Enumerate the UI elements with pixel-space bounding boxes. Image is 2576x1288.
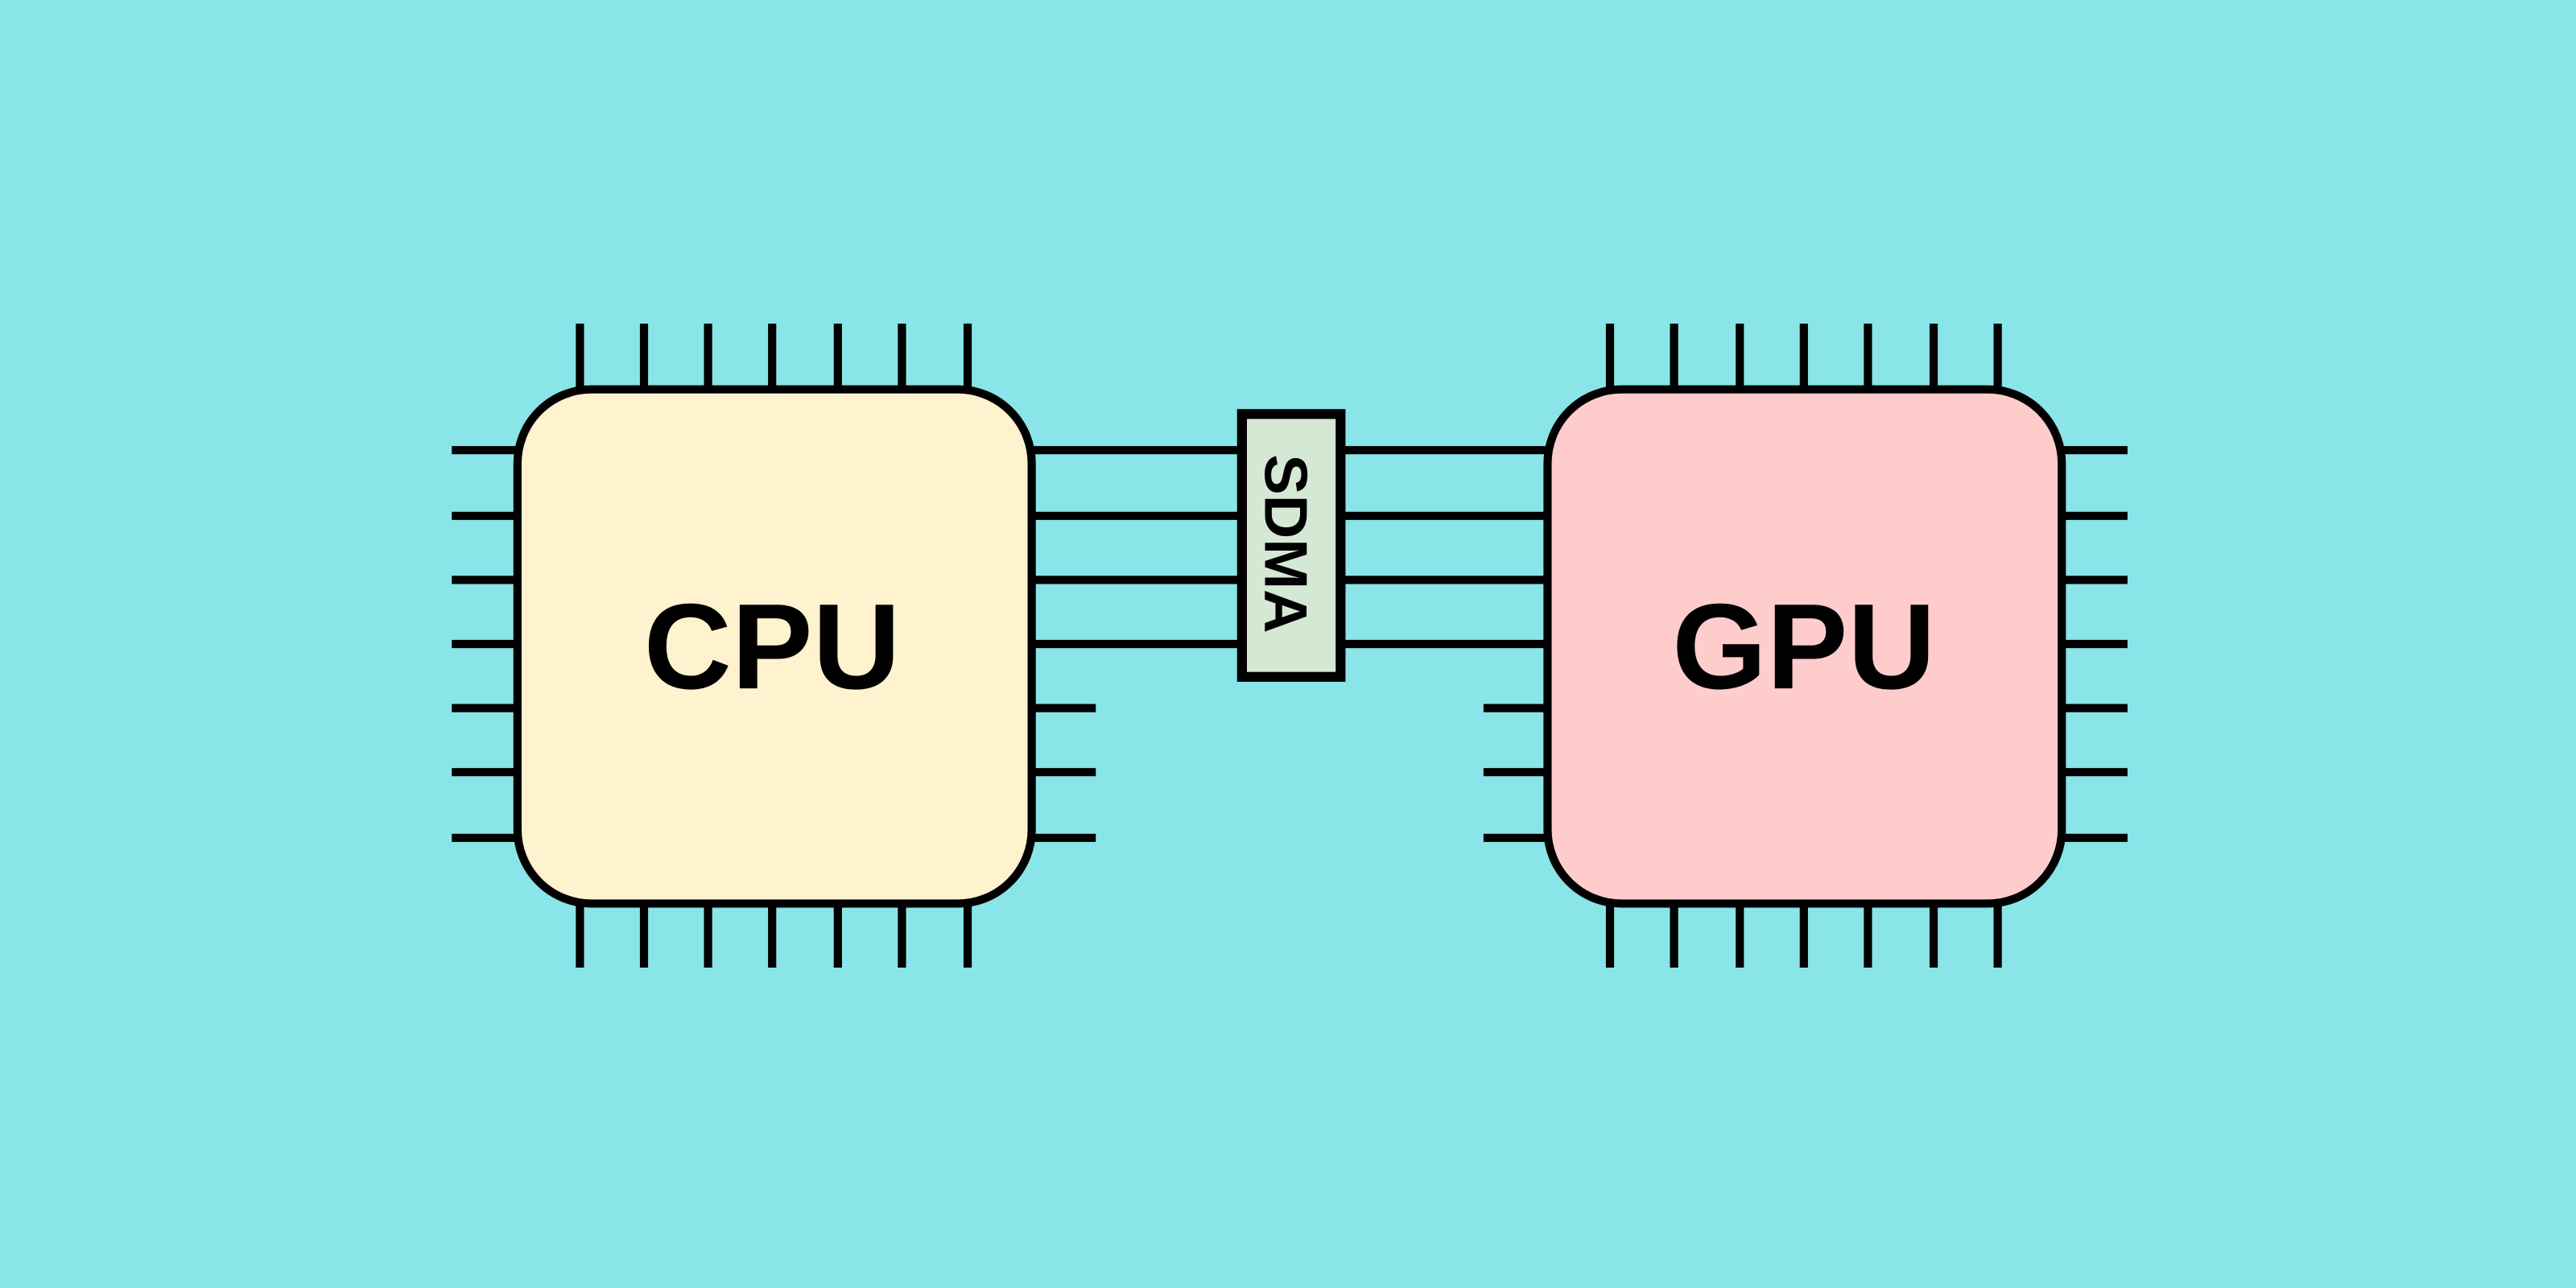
- sdma-chip: [1236, 409, 1346, 682]
- gpu-chip: [1543, 385, 2066, 908]
- cpu-chip: [513, 385, 1036, 908]
- chip-pins: [452, 324, 2128, 968]
- gpu-label: GPU: [1672, 579, 1935, 715]
- cpu-label: CPU: [644, 579, 901, 715]
- sdma-label: SDMA: [1251, 454, 1319, 633]
